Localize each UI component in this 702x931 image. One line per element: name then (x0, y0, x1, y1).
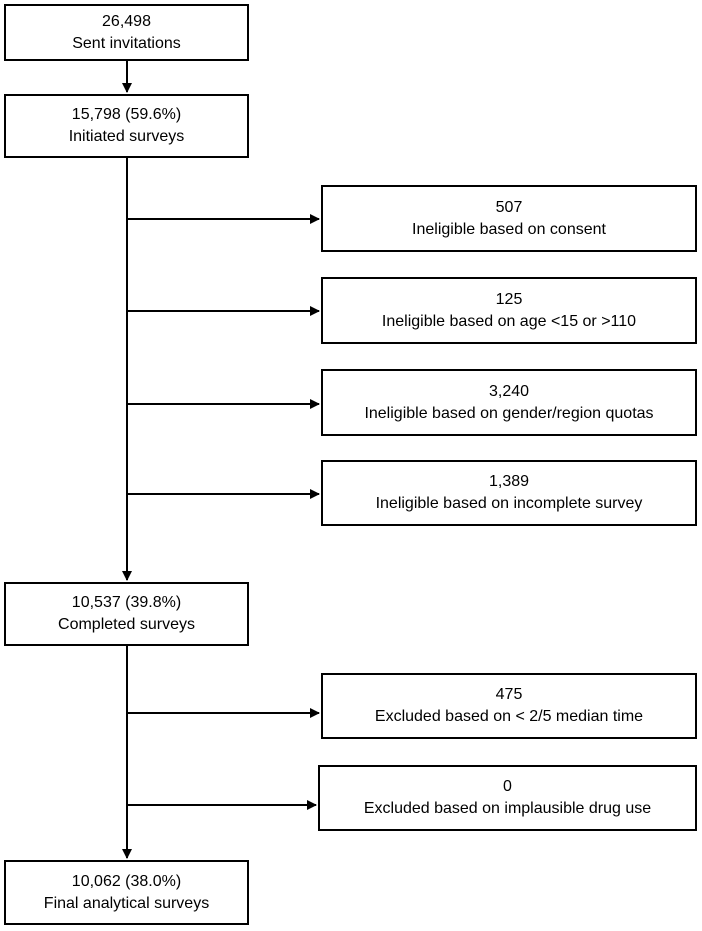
box-label: Ineligible based on gender/region quotas (364, 404, 654, 422)
box-label: Ineligible based on age <15 or >110 (381, 312, 637, 330)
box-label: Excluded based on < 2/5 median time (374, 708, 644, 725)
box-count: 125 (495, 290, 523, 308)
box-label: Ineligible based on incomplete survey (375, 495, 643, 512)
box-label: Excluded based on implausible drug use (363, 800, 652, 817)
box-ineligible-consent: 507 Ineligible based on consent (321, 185, 697, 252)
box-initiated-surveys: 15,798 (59.6%) Initiated surveys (4, 94, 249, 158)
box-label: Completed surveys (58, 616, 195, 633)
box-ineligible-incomplete: 1,389 Ineligible based on incomplete sur… (321, 460, 697, 526)
box-label: Initiated surveys (68, 128, 185, 145)
box-count: 507 (495, 198, 523, 216)
box-count: 10,062 (38.0%) (71, 872, 182, 890)
box-count: 26,498 (102, 12, 151, 30)
box-excluded-median-time: 475 Excluded based on < 2/5 median time (321, 673, 697, 739)
box-label: Sent invitations (72, 34, 181, 52)
box-count: 3,240 (488, 382, 530, 400)
box-count: 475 (495, 686, 523, 703)
box-count: 15,798 (59.6%) (71, 106, 182, 123)
box-count: 1,389 (488, 473, 530, 490)
box-label: Ineligible based on consent (412, 220, 606, 238)
box-completed-surveys: 10,537 (39.8%) Completed surveys (4, 582, 249, 646)
box-count: 10,537 (39.8%) (71, 594, 182, 611)
box-ineligible-age: 125 Ineligible based on age <15 or >110 (321, 277, 697, 344)
box-ineligible-quotas: 3,240 Ineligible based on gender/region … (321, 369, 697, 436)
box-sent-invitations: 26,498 Sent invitations (4, 4, 249, 61)
box-label: Final analytical surveys (43, 894, 210, 912)
box-excluded-drug-use: 0 Excluded based on implausible drug use (318, 765, 697, 831)
box-final-analytical-surveys: 10,062 (38.0%) Final analytical surveys (4, 860, 249, 925)
box-count: 0 (503, 778, 512, 795)
